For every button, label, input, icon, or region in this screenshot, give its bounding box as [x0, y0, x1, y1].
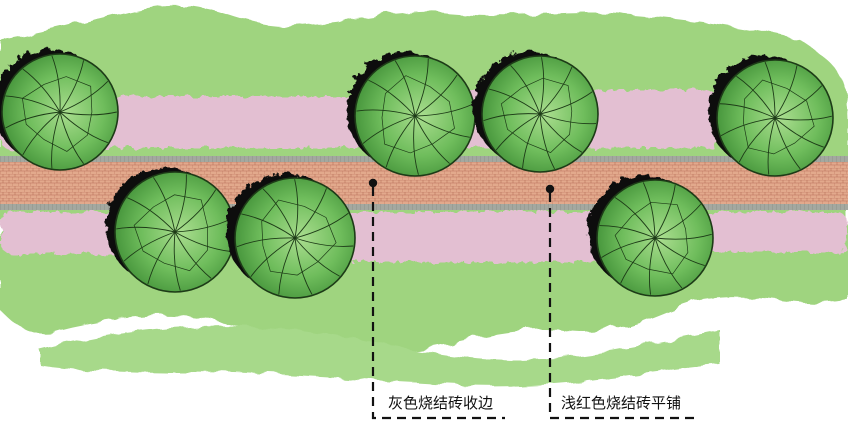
gray-brick-edging-bottom: [0, 204, 848, 210]
tree-canopy-icon: [106, 167, 236, 293]
tree-canopy-icon: [708, 55, 834, 177]
label-light-red-brick-paving: 浅红色烧结砖平铺: [561, 394, 682, 412]
label-gray-brick-edging: 灰色烧结砖收边: [388, 394, 494, 412]
leader-gray-edging: [368, 178, 505, 420]
leader-red-paving: [545, 184, 700, 420]
tree-canopy-icon: [0, 49, 119, 171]
leader-dot-icon: [545, 184, 555, 194]
tree-canopy-icon: [226, 173, 356, 299]
tree-canopy-icon: [473, 51, 599, 173]
lawn-lower-strip: [40, 326, 720, 386]
leader-dot-icon: [368, 178, 378, 188]
tree-canopy-icon: [588, 175, 714, 297]
tree-canopy-icon: [346, 51, 476, 177]
